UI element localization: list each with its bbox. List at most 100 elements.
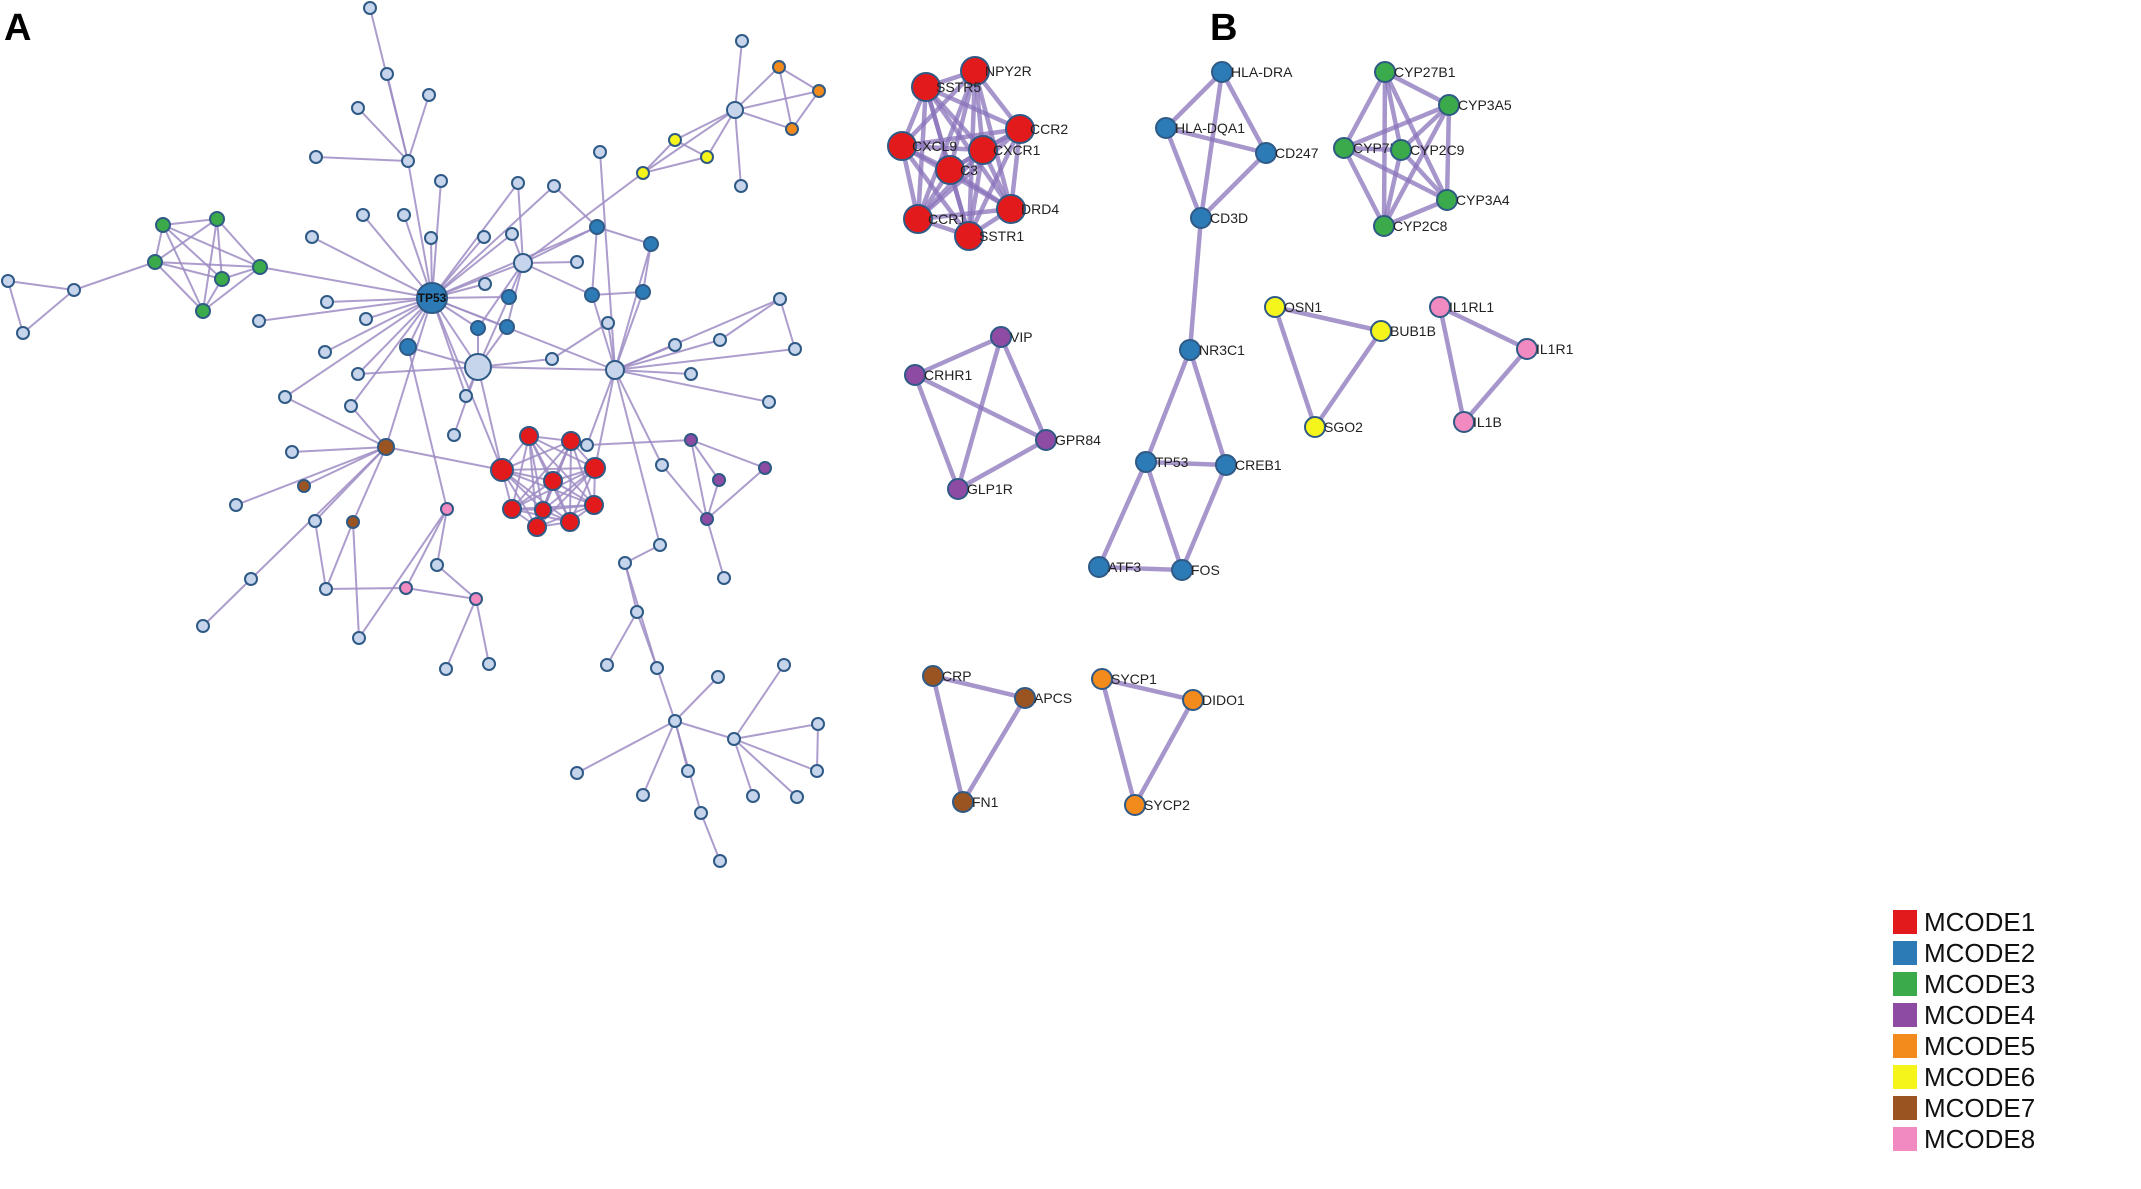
gene-label: SYCP1 (1111, 671, 1157, 687)
edge-b (1381, 149, 1404, 227)
node-a (561, 431, 581, 451)
node-a (359, 312, 373, 326)
edge-a (314, 520, 327, 590)
edge-a (154, 261, 223, 280)
edge-a (734, 90, 820, 111)
node-sstr1 (954, 221, 984, 251)
legend-label: MCODE2 (1924, 938, 2035, 968)
node-a (726, 101, 744, 119)
legend-swatch (1893, 1034, 1917, 1058)
node-a (424, 231, 438, 245)
edge-a (586, 369, 616, 446)
edge-b (1145, 459, 1227, 468)
edge-b (1179, 464, 1229, 571)
edge-a (431, 233, 513, 299)
edge-a (733, 738, 754, 797)
node-a (278, 390, 292, 404)
edge-b (1343, 102, 1450, 151)
edge-a (734, 109, 793, 130)
edge-a (642, 720, 676, 796)
node-a (543, 471, 563, 491)
edge-a (517, 182, 524, 264)
edge-a (202, 266, 261, 312)
edge-a (405, 508, 448, 589)
edge-b (1133, 698, 1195, 807)
edge-a (594, 369, 616, 469)
edge-b (925, 84, 1021, 132)
node-a (593, 145, 607, 159)
gene-label: CCR2 (1030, 121, 1068, 137)
edge-a (614, 339, 721, 371)
edge-a (511, 440, 572, 510)
edge-b (956, 438, 1048, 491)
node-a (717, 571, 731, 585)
edge-a (674, 720, 735, 740)
node-a (434, 174, 448, 188)
node-a (711, 670, 725, 684)
edge-a (674, 676, 719, 722)
node-a (464, 353, 492, 381)
gene-label: TP53 (1155, 454, 1189, 470)
node-a (244, 572, 258, 586)
edge-b (1101, 676, 1194, 703)
node-a (713, 854, 727, 868)
edge-a (477, 262, 524, 329)
node-a (712, 473, 726, 487)
edge-a (73, 261, 156, 291)
legend-label: MCODE7 (1924, 1093, 2035, 1123)
edge-a (778, 66, 793, 130)
node-npy2r (960, 56, 990, 86)
legend-swatch (1893, 1065, 1917, 1089)
gene-label: CXCR1 (993, 142, 1041, 158)
edge-a (259, 266, 433, 299)
node-a (305, 230, 319, 244)
legend-label: MCODE6 (1924, 1062, 2035, 1092)
node-a (67, 283, 81, 297)
node-a (16, 326, 30, 340)
node-sgo2 (1304, 416, 1326, 438)
node-a (734, 179, 748, 193)
edge-a (162, 224, 223, 280)
edge-a (284, 396, 387, 448)
edge-a (250, 446, 387, 580)
gene-label: CREB1 (1235, 457, 1282, 473)
edge-a (511, 435, 530, 510)
edge-a (362, 214, 433, 299)
edge-a (528, 435, 544, 511)
node-ccr1 (903, 204, 933, 234)
node-a (502, 499, 522, 519)
edge-a (614, 369, 770, 403)
node-il1r1 (1516, 338, 1538, 360)
node-a (600, 658, 614, 672)
node-a (501, 289, 517, 305)
node-a (285, 445, 299, 459)
edge-a (407, 346, 448, 510)
edge-a (690, 439, 766, 469)
edge-a (591, 294, 616, 371)
node-nr3c1 (1179, 339, 1201, 361)
legend-label: MCODE1 (1924, 907, 2035, 937)
node-atf3 (1088, 556, 1110, 578)
gene-label: DIDO1 (1202, 692, 1245, 708)
node-a (459, 389, 473, 403)
edge-b (1143, 461, 1185, 571)
node-a (777, 658, 791, 672)
node-a (397, 208, 411, 222)
node-cyp2c9 (1390, 139, 1412, 161)
gene-label: CYP3A5 (1458, 97, 1512, 113)
edge-a (553, 185, 598, 228)
edge-a (551, 322, 609, 360)
node-a (346, 515, 360, 529)
edge-a (386, 73, 409, 162)
edge-a (284, 297, 433, 398)
edge-b (1198, 71, 1225, 219)
edge-a (291, 446, 387, 453)
edge-a (407, 160, 433, 299)
edge-a (690, 439, 720, 481)
node-a (309, 150, 323, 164)
edge-b (961, 696, 1027, 804)
edge-a (154, 218, 218, 263)
node-a (477, 230, 491, 244)
node-a (482, 657, 496, 671)
edge-a (511, 504, 595, 510)
